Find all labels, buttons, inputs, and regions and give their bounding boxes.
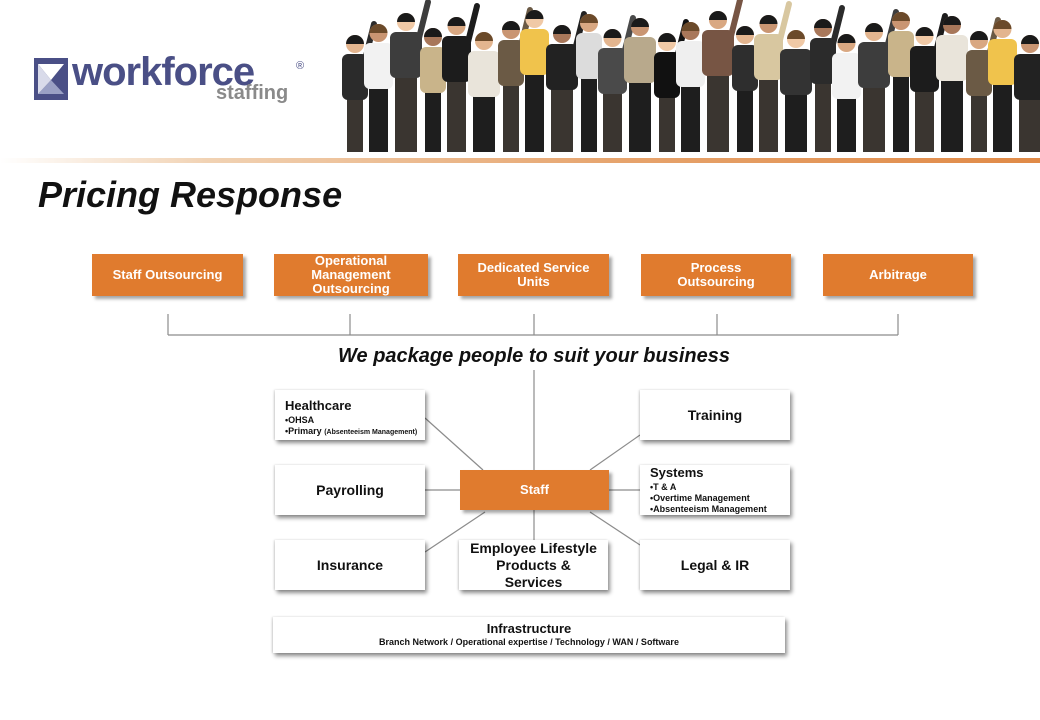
service-insurance: Insurance	[275, 540, 425, 590]
crowd-person	[390, 0, 431, 152]
model-dedicated-service-units: Dedicated Service Units	[458, 254, 609, 296]
systems-title: Systems	[650, 465, 704, 480]
crowd-person	[624, 18, 656, 152]
crowd-person	[520, 10, 549, 152]
healthcare-items: OHSA OHSAPrimary (Absenteeism Management…	[285, 415, 425, 438]
crowd-person	[754, 1, 792, 152]
service-legal-ir: Legal & IR	[640, 540, 790, 590]
healthcare-item-ohsa: OHSA	[285, 415, 425, 426]
model-staff-outsourcing: Staff Outsourcing	[92, 254, 243, 296]
crowd-person	[468, 32, 500, 152]
header-divider	[0, 158, 1040, 163]
healthcare-title: Healthcare	[285, 398, 352, 413]
service-healthcare: Healthcare OHSA OHSAPrimary (Absenteeism…	[275, 390, 425, 440]
logo-wordmark: workforce	[72, 50, 255, 94]
tagline: We package people to suit your business	[338, 345, 730, 367]
crowd-person	[598, 15, 636, 152]
crowd-person	[676, 22, 705, 152]
logo-mark-icon	[34, 58, 68, 100]
healthcare-primary-note: (Absenteeism Management)	[324, 429, 418, 436]
model-arbitrage: Arbitrage	[823, 254, 973, 296]
crowd-person	[810, 5, 845, 152]
crowd-person	[702, 0, 743, 152]
crowd-person	[342, 21, 377, 152]
logo-subtitle: staffing	[216, 82, 289, 104]
workforce-logo: workforce ® staffing	[34, 50, 314, 108]
crowd-person	[988, 20, 1017, 152]
crowd-photo	[342, 0, 1040, 152]
infrastructure-title: Infrastructure	[486, 621, 572, 636]
service-employee-lifestyle: Employee Lifestyle Products & Services	[459, 540, 608, 590]
crowd-person	[420, 28, 446, 152]
model-process-outsourcing: Process Outsourcing	[641, 254, 791, 296]
service-systems: Systems T & A Overtime Management Absent…	[640, 465, 790, 515]
logo-registered-mark: ®	[296, 60, 305, 72]
systems-item-ta: T & A	[650, 482, 790, 493]
crowd-person	[1014, 35, 1040, 152]
systems-item-absenteeism: Absenteeism Management	[650, 504, 790, 515]
healthcare-item-primary: OHSAPrimary (Absenteeism Management)	[285, 426, 425, 438]
crowd-person	[364, 24, 393, 152]
hub-staff: Staff	[460, 470, 609, 510]
infrastructure-bar: Infrastructure Branch Network / Operatio…	[273, 617, 785, 653]
crowd-person	[732, 26, 758, 152]
service-training: Training	[640, 390, 790, 440]
page-title: Pricing Response	[38, 174, 343, 215]
crowd-person	[888, 12, 914, 152]
crowd-person	[910, 13, 948, 152]
crowd-person	[576, 14, 602, 152]
crowd-person	[832, 34, 861, 152]
crowd-person	[936, 16, 968, 152]
systems-item-overtime: Overtime Management	[650, 493, 790, 504]
service-payrolling: Payrolling	[275, 465, 425, 515]
crowd-person	[442, 3, 480, 152]
crowd-person	[780, 30, 812, 152]
model-operational-management-outsourcing: Operational Management Outsourcing	[274, 254, 428, 296]
infrastructure-detail: Branch Network / Operational expertise /…	[379, 637, 679, 647]
systems-items: T & A Overtime Management Absenteeism Ma…	[650, 482, 790, 515]
